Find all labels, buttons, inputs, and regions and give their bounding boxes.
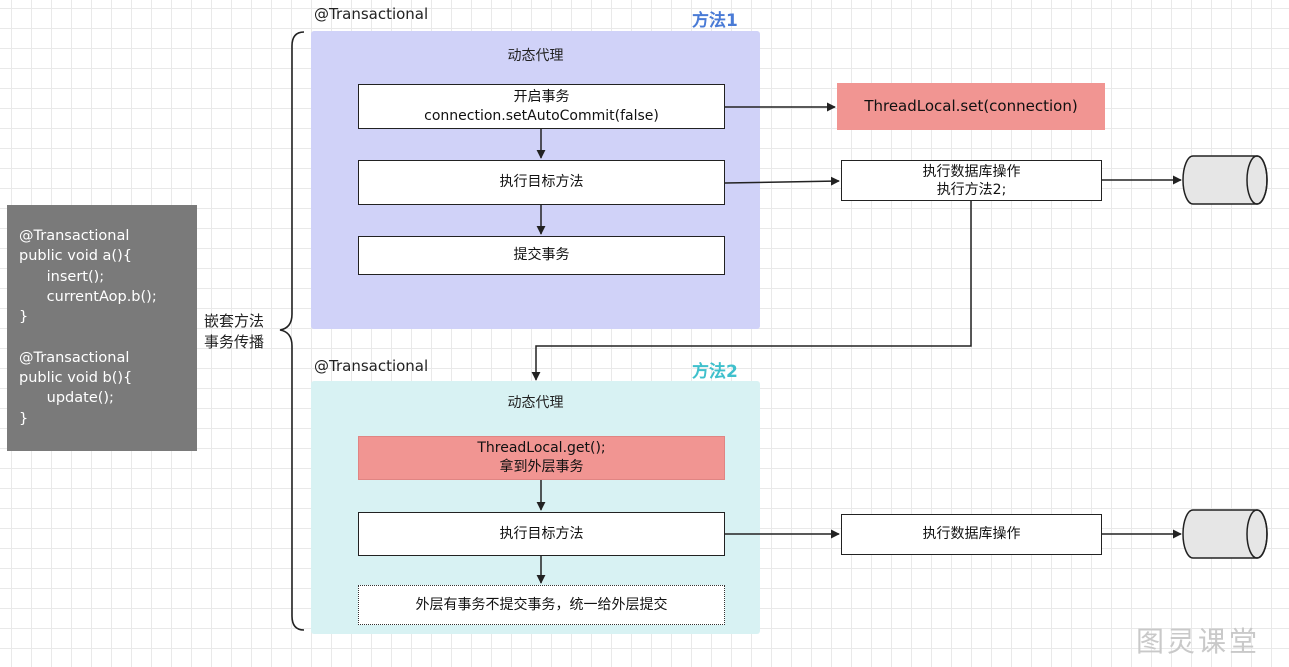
method-2-db-operation-label: 执行数据库操作 bbox=[922, 526, 1021, 542]
method-1-proxy-title: 动态代理 bbox=[507, 48, 564, 64]
threadlocal-get-label: ThreadLocal.get(); bbox=[477, 440, 606, 456]
threadlocal-get-box: ThreadLocal.get(); 拿到外层事务 bbox=[358, 436, 725, 480]
method-2-db-operation-box: 执行数据库操作 bbox=[841, 514, 1102, 555]
method-1-label: 方法1 bbox=[692, 11, 738, 31]
method-1-execute-target-label: 执行目标方法 bbox=[499, 174, 584, 190]
db-operation-label: 执行数据库操作 bbox=[922, 163, 1021, 180]
transactional-annotation-2: @Transactional bbox=[314, 357, 429, 375]
code-a-line: } bbox=[19, 309, 29, 326]
arrow-db-op-to-method-2 bbox=[531, 201, 972, 381]
start-transaction-label: 开启事务 bbox=[513, 88, 570, 105]
threadlocal-set-label: ThreadLocal.set(connection) bbox=[864, 97, 1078, 115]
code-a-line: public void a(){ bbox=[19, 248, 132, 265]
code-b-line: public void b(){ bbox=[19, 370, 133, 387]
code-panel: @Transactional public void a(){ insert();… bbox=[7, 205, 197, 451]
code-block-b: @Transactional public void b(){ update();… bbox=[19, 348, 185, 429]
database-icon bbox=[1182, 509, 1268, 559]
left-curly-brace bbox=[279, 31, 305, 631]
get-outer-transaction-label: 拿到外层事务 bbox=[499, 459, 584, 475]
transaction-propagation-label: 事务传播 bbox=[204, 333, 265, 351]
start-transaction-box: 开启事务 connection.setAutoCommit(false) bbox=[358, 84, 725, 129]
database-icon bbox=[1182, 155, 1268, 205]
nested-method-label: 嵌套方法 bbox=[204, 312, 265, 330]
method-1-execute-target-box: 执行目标方法 bbox=[358, 160, 725, 205]
watermark: 图灵课堂 bbox=[1136, 625, 1261, 658]
threadlocal-set-box: ThreadLocal.set(connection) bbox=[837, 83, 1105, 130]
arrow-execute-to-db-op bbox=[724, 176, 840, 186]
method-2-proxy-title: 动态代理 bbox=[507, 395, 564, 411]
execute-method-2-label: 执行方法2; bbox=[936, 181, 1007, 198]
set-autocommit-label: connection.setAutoCommit(false) bbox=[424, 107, 659, 124]
code-b-line: @Transactional bbox=[19, 349, 130, 366]
no-commit-box: 外层有事务不提交事务，统一给外层提交 bbox=[358, 585, 725, 625]
method-2-execute-target-label: 执行目标方法 bbox=[499, 525, 584, 542]
transactional-annotation-1: @Transactional bbox=[314, 5, 429, 23]
code-a-line: insert(); bbox=[19, 268, 105, 285]
method-1-db-operation-box: 执行数据库操作 执行方法2; bbox=[841, 160, 1102, 201]
code-a-line: currentAop.b(); bbox=[19, 288, 157, 305]
code-a-line: @Transactional bbox=[19, 228, 130, 244]
nested-propagation-label: 嵌套方法 事务传播 bbox=[204, 311, 264, 353]
commit-transaction-box: 提交事务 bbox=[358, 236, 725, 275]
method-2-execute-target-box: 执行目标方法 bbox=[358, 512, 725, 556]
commit-transaction-label: 提交事务 bbox=[513, 247, 570, 263]
method-2-label: 方法2 bbox=[692, 362, 738, 382]
code-block-a: @Transactional public void a(){ insert();… bbox=[19, 226, 185, 327]
code-b-line: } bbox=[19, 410, 29, 427]
no-commit-label: 外层有事务不提交事务，统一给外层提交 bbox=[415, 596, 668, 613]
code-b-line: update(); bbox=[19, 390, 114, 407]
